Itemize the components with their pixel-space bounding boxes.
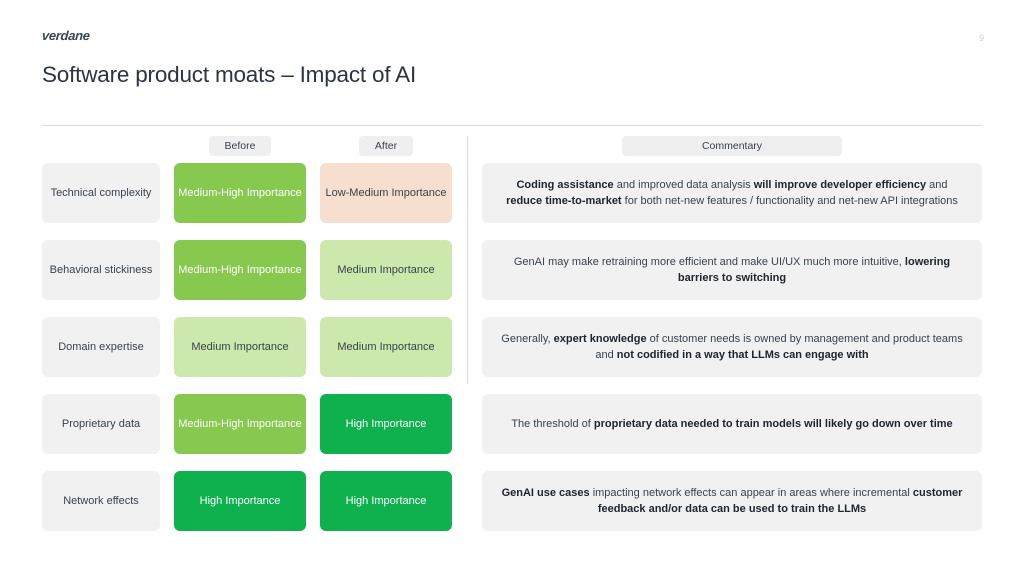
after-state-cell: High Importance <box>320 394 452 454</box>
commentary-cell: GenAI may make retraining more efficient… <box>482 240 982 300</box>
row-divider-gap <box>452 163 482 223</box>
moat-label-cell: Behavioral stickiness <box>42 240 160 300</box>
commentary-cell: GenAI use cases impacting network effect… <box>482 471 982 531</box>
column-header-commentary: Commentary <box>622 136 842 156</box>
cell-gap <box>160 471 174 531</box>
before-state-cell: Medium-High Importance <box>174 240 306 300</box>
column-header-before: Before <box>208 136 272 156</box>
commentary-text: GenAI use cases impacting network effect… <box>501 486 963 516</box>
cell-gap <box>306 317 320 377</box>
before-state-cell: Medium-High Importance <box>174 394 306 454</box>
table-header-row: Before After Commentary <box>42 136 982 156</box>
row-divider-gap <box>452 471 482 531</box>
commentary-cell: The threshold of proprietary data needed… <box>482 394 982 454</box>
cell-gap <box>160 163 174 223</box>
after-state-cell: Medium Importance <box>320 317 452 377</box>
column-header-after: After <box>358 136 414 156</box>
cell-gap <box>160 240 174 300</box>
commentary-text: Generally, expert knowledge of customer … <box>501 332 963 362</box>
after-state-cell: Medium Importance <box>320 240 452 300</box>
cell-gap <box>306 394 320 454</box>
moat-label-cell: Domain expertise <box>42 317 160 377</box>
page-number: 9 <box>978 33 984 43</box>
before-state-cell: Medium Importance <box>174 317 306 377</box>
commentary-text: GenAI may make retraining more efficient… <box>513 255 951 285</box>
row-divider-gap <box>452 394 482 454</box>
column-header-commentary-wrap: Commentary <box>482 136 982 156</box>
row-divider-gap <box>452 240 482 300</box>
cell-gap <box>306 240 320 300</box>
cell-gap <box>160 317 174 377</box>
commentary-cell: Coding assistance and improved data anal… <box>482 163 982 223</box>
column-divider <box>467 136 468 384</box>
moat-label-cell: Proprietary data <box>42 394 160 454</box>
moat-label-cell: Network effects <box>42 471 160 531</box>
commentary-text: Coding assistance and improved data anal… <box>506 178 958 208</box>
row-divider-gap <box>452 317 482 377</box>
commentary-text: The threshold of proprietary data needed… <box>511 417 953 430</box>
cell-gap <box>306 471 320 531</box>
page-title: Software product moats – Impact of AI <box>42 62 417 87</box>
commentary-cell: Generally, expert knowledge of customer … <box>482 317 982 377</box>
column-header-after-wrap: After <box>320 136 452 156</box>
after-state-cell: Low-Medium Importance <box>320 163 452 223</box>
verdane-logo: verdane <box>41 28 91 43</box>
cell-gap <box>160 394 174 454</box>
moat-label-cell: Technical complexity <box>42 163 160 223</box>
column-header-before-wrap: Before <box>174 136 306 156</box>
after-state-cell: High Importance <box>320 471 452 531</box>
before-state-cell: Medium-High Importance <box>174 163 306 223</box>
title-divider <box>42 125 982 126</box>
before-state-cell: High Importance <box>174 471 306 531</box>
moats-table: Before After Commentary Technical comple… <box>42 136 982 548</box>
cell-gap <box>306 163 320 223</box>
